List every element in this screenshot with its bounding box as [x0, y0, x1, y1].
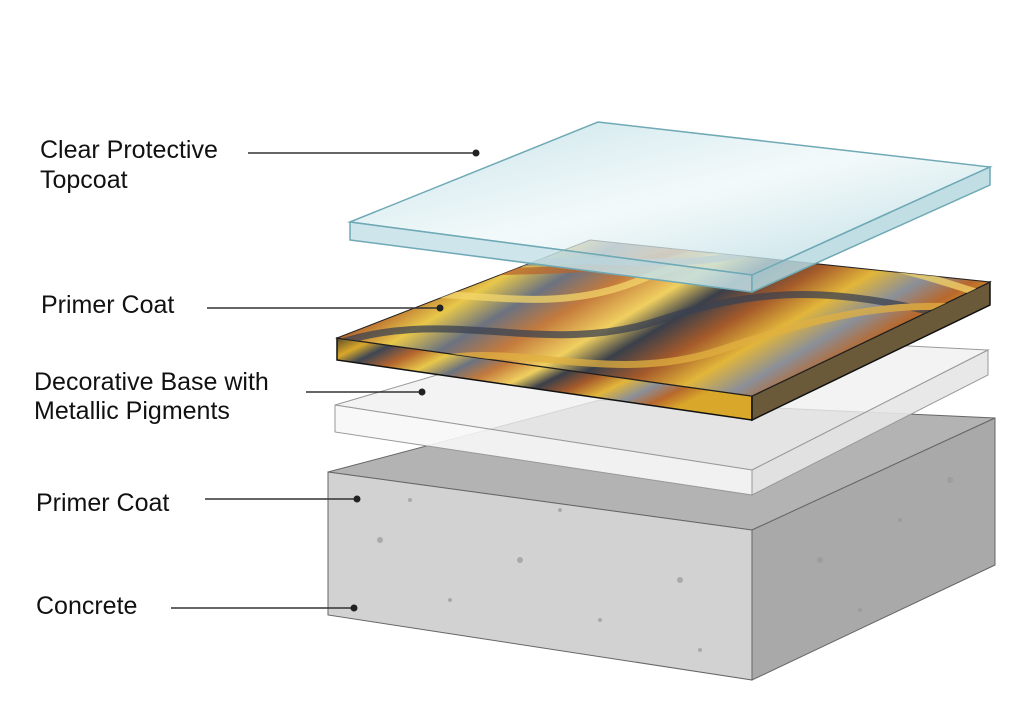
label-topcoat-line1: Clear Protective [40, 136, 218, 164]
label-decorative-line1: Decorative Base with [34, 368, 269, 396]
metallic-decorative-slab [335, 239, 992, 422]
leader-concrete [171, 604, 358, 612]
label-concrete: Concrete [36, 592, 137, 620]
leader-topcoat [248, 149, 480, 157]
leader-primer-upper [207, 304, 444, 312]
label-primer-lower: Primer Coat [36, 489, 169, 517]
leader-decorative [306, 388, 426, 396]
clear-topcoat-glass [347, 121, 993, 294]
label-decorative-line2: Metallic Pigments [34, 397, 230, 425]
label-primer-upper: Primer Coat [41, 291, 174, 319]
label-topcoat-line2: Topcoat [40, 166, 128, 194]
leader-primer-lower [205, 495, 361, 503]
